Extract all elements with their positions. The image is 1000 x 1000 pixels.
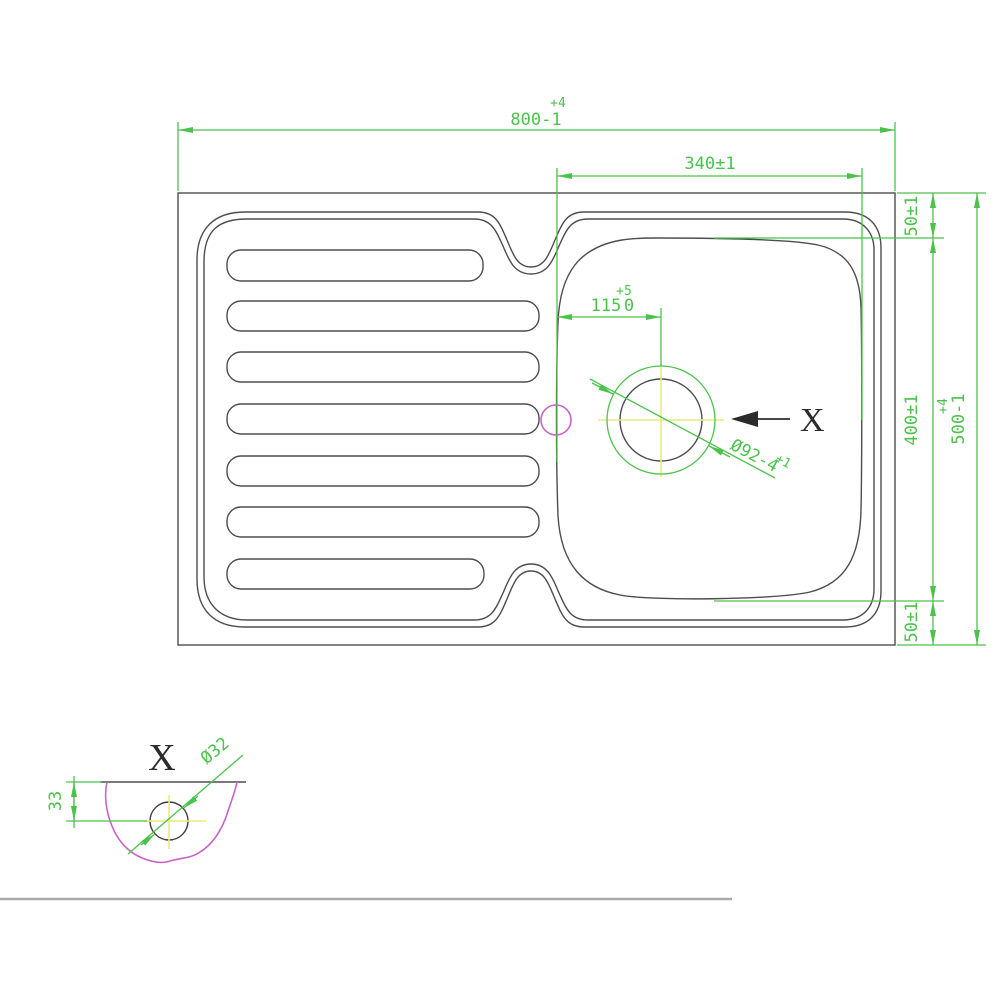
dim-drain-diameter-group: Ø92-4 +1: [727, 435, 794, 477]
tangent-point-marker: [540, 404, 572, 436]
dimension-labels: 800-1 +4 340±1 115 0 +5 50±1 400±1 500-1…: [510, 96, 969, 642]
dim-bowl-height-label: 400±1: [902, 394, 922, 445]
dim-drain-diameter-tolerance: +1: [773, 451, 794, 472]
dim-drain-diameter-label: Ø92-4: [727, 435, 782, 477]
view-direction-pointer: X: [731, 402, 825, 439]
dim-overall-height-tolerance: +4: [936, 398, 951, 414]
dim-arrow: [140, 833, 156, 846]
dim-leader-drain-diameter: [589, 378, 776, 479]
dim-overall-height-label: 500-1: [949, 393, 969, 444]
detail-break-boundary: [104, 781, 238, 864]
dim-drain-offset-tolerance: +5: [616, 284, 632, 299]
sink-outer-edge: [177, 192, 896, 646]
drainboard-rib: [226, 351, 540, 383]
drainboard-rib: [226, 455, 540, 487]
detail-dimension-lines: [66, 754, 244, 855]
main-view: 800-1 +4 340±1 115 0 +5 50±1 400±1 500-1…: [177, 96, 986, 646]
detail-view: X 33 Ø32: [46, 734, 246, 864]
dim-arrow: [591, 382, 614, 395]
drainboard-rib: [226, 506, 540, 538]
sink-rim-outer-line: [196, 211, 882, 628]
dimension-lines: [177, 122, 986, 646]
sink-rim-inner-line: [203, 218, 875, 621]
detail-title: X: [148, 737, 175, 779]
dim-bottom-offset-label: 50±1: [902, 602, 922, 643]
dim-top-offset-label: 50±1: [902, 196, 922, 237]
drainboard-rib: [226, 403, 540, 435]
view-label: X: [800, 402, 825, 439]
dim-overall-width-tolerance: +4: [550, 96, 566, 111]
dim-bowl-width-label: 340±1: [684, 154, 735, 174]
bowl-opening: [555, 237, 863, 600]
drainboard-rib: [226, 249, 484, 282]
dim-leader-hole-diameter: [127, 754, 244, 855]
drainboard-rib: [226, 558, 485, 590]
dim-arrow: [183, 795, 199, 809]
dim-arrow: [708, 445, 731, 458]
dim-hole-diameter-label: Ø32: [197, 734, 233, 769]
view-arrow-head-icon: [731, 411, 758, 427]
drainboard-rib: [226, 300, 540, 332]
dim-drain-offset-label: 115: [591, 296, 622, 316]
detail-hole-centerlines: [143, 795, 206, 849]
drain-dim-circle: [606, 365, 716, 475]
dim-edge-distance-label: 33: [46, 791, 66, 811]
dim-overall-width-label: 800-1: [510, 110, 561, 130]
dim-drain-offset-lower: 0: [624, 296, 634, 316]
dim-hole-diameter-group: Ø32: [197, 734, 233, 769]
drain-centerlines: [598, 364, 724, 477]
